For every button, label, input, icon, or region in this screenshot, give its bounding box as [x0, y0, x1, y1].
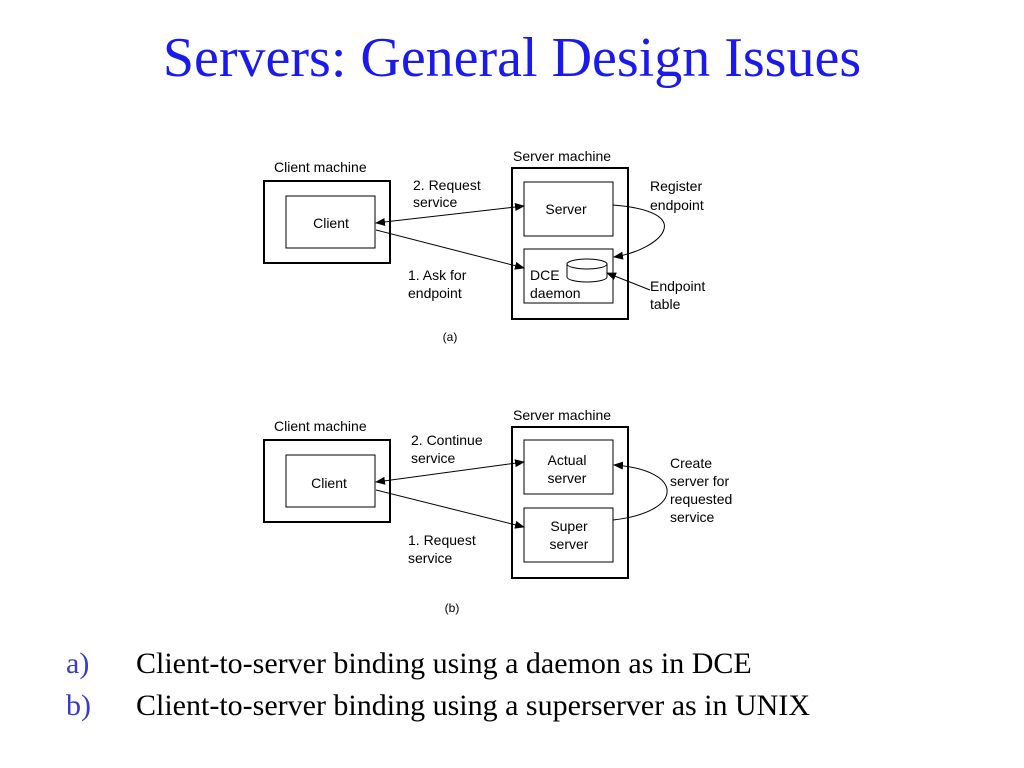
- server-label-a: Server: [545, 201, 587, 217]
- super-server-box-b: [523, 507, 614, 563]
- request-service-arrow-b: [375, 489, 525, 529]
- continue-label-line1-b: 2. Continue: [411, 432, 483, 448]
- request-label-line1-b: 1. Request: [408, 532, 476, 548]
- bullet-text: Client-to-server binding using a daemon …: [136, 647, 752, 680]
- actual-server-box-b: [523, 439, 614, 495]
- client-machine-label-b: Client machine: [274, 418, 367, 434]
- client-box-a: [285, 195, 376, 249]
- client-label-a: Client: [313, 215, 349, 231]
- ask-label-line1-a: 1. Ask for: [408, 267, 467, 283]
- register-endpoint-arrow-a: [612, 204, 665, 260]
- diagram-b: Client machine Client Server machine Act…: [263, 407, 732, 615]
- client-machine-label-a: Client machine: [274, 159, 367, 175]
- create-label-line4-b: service: [670, 509, 715, 525]
- client-label-b: Client: [311, 475, 347, 491]
- ask-endpoint-arrow-a: [375, 229, 525, 270]
- super-server-line1-b: Super: [550, 518, 588, 534]
- register-label-line1-a: Register: [650, 178, 702, 194]
- server-machine-label-a: Server machine: [513, 148, 611, 164]
- ask-label-line2-a: endpoint: [408, 285, 462, 301]
- server-machine-box-a: [511, 167, 629, 320]
- register-label-line2-a: endpoint: [650, 197, 704, 213]
- client-box-b: [285, 454, 376, 508]
- endpoint-table-line1-a: Endpoint: [650, 278, 705, 294]
- daemon-label-line1-a: DCE: [530, 267, 560, 283]
- create-label-line3-b: requested: [670, 491, 732, 507]
- slide-title: Servers: General Design Issues: [162, 27, 862, 89]
- request-label-line1-a: 2. Request: [413, 177, 481, 193]
- actual-server-line2-b: server: [548, 470, 587, 486]
- endpoint-table-line2-a: table: [650, 296, 681, 312]
- continue-label-line2-b: service: [411, 450, 456, 466]
- daemon-label-line2-a: daemon: [530, 285, 581, 301]
- bullet-list: a) Client-to-server binding using a daem…: [66, 643, 810, 727]
- bullet-marker: a): [66, 647, 90, 680]
- bullet-item-a: a) Client-to-server binding using a daem…: [66, 643, 810, 685]
- bullet-marker: b): [66, 689, 91, 722]
- actual-server-line1-b: Actual: [548, 452, 587, 468]
- server-machine-box-b: [511, 426, 629, 579]
- super-server-line2-b: server: [550, 536, 589, 552]
- bullet-item-b: b) Client-to-server binding using a supe…: [66, 685, 810, 727]
- bullet-text: Client-to-server binding using a superse…: [136, 689, 811, 722]
- create-server-arrow-b: [612, 461, 668, 521]
- caption-b: (b): [445, 601, 460, 615]
- diagram-a: Client machine Client Server machine Ser…: [263, 148, 705, 344]
- request-service-arrow-a: [375, 203, 525, 226]
- request-label-line2-b: service: [408, 550, 453, 566]
- create-label-line1-b: Create: [670, 455, 712, 471]
- create-label-line2-b: server for: [670, 473, 729, 489]
- continue-service-arrow-b: [375, 459, 525, 485]
- request-label-line2-a: service: [413, 194, 458, 210]
- caption-a: (a): [443, 330, 458, 344]
- server-machine-label-b: Server machine: [513, 407, 611, 423]
- endpoint-table-cylinder-icon: [566, 258, 608, 283]
- endpoint-table-pointer-a: [606, 272, 651, 291]
